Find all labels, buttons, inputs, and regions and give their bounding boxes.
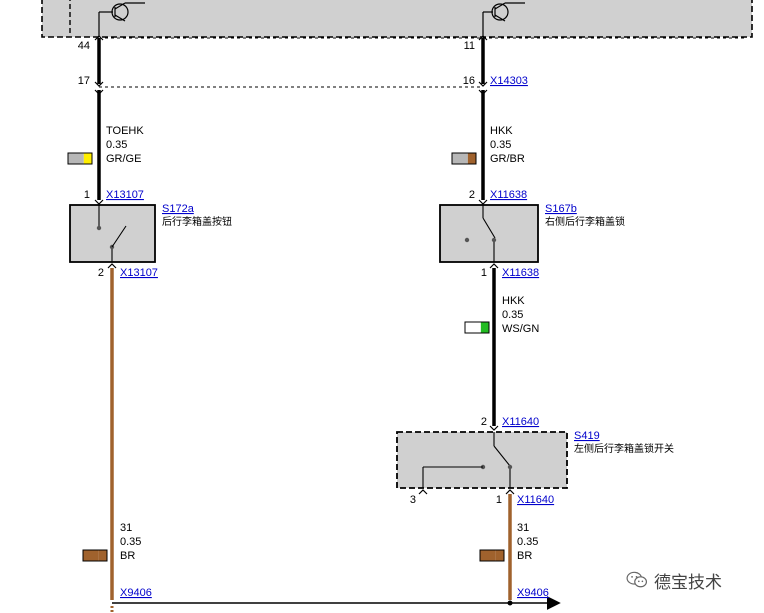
component-ref-s167b[interactable]: S167b <box>545 203 577 215</box>
wire-label-right-mid: HKK 0.35 WS/GN <box>502 295 539 335</box>
connector-link-x11640-bottom[interactable]: X11640 <box>517 494 554 506</box>
wire-label-right-bottom: 31 0.35 BR <box>517 522 538 562</box>
swatch-primary <box>68 153 84 164</box>
pin-markers <box>94 35 515 495</box>
wire-code: 31 <box>517 522 529 534</box>
connector-link-x14303[interactable]: X14303 <box>490 75 528 87</box>
transistor-icon <box>482 2 525 36</box>
connector-link-x11638-bottom[interactable]: X11638 <box>502 267 539 279</box>
wire-color-code: GR/BR <box>490 153 525 165</box>
wire-color-swatch <box>464 321 490 334</box>
swatch-secondary <box>480 322 489 333</box>
component-ref-s172a[interactable]: S172a <box>162 203 195 215</box>
connector-link-x11638-top[interactable]: X11638 <box>490 189 527 201</box>
connector-link-x9406-left[interactable]: X9406 <box>120 587 152 599</box>
wire-code: HKK <box>502 295 525 307</box>
swatch-secondary <box>495 550 504 561</box>
component-desc-s167b: 右侧后行李箱盖锁 <box>545 215 625 228</box>
component-desc-s172a: 后行李箱盖按钮 <box>162 215 232 228</box>
ground-junction <box>507 600 513 606</box>
wire-color-code: WS/GN <box>502 323 539 335</box>
wire-code: TOEHK <box>106 125 144 137</box>
switch-s172a[interactable] <box>69 204 156 263</box>
watermark: 德宝技术 <box>626 568 722 593</box>
pin-number: 1 <box>496 494 502 506</box>
connector-link-x13107-top[interactable]: X13107 <box>106 189 144 201</box>
pin-number: 3 <box>410 494 416 506</box>
wire-color-code: GR/GE <box>106 153 141 165</box>
component-desc-s419: 左侧后行李箱盖锁开关 <box>574 442 674 455</box>
wechat-icon <box>626 571 648 588</box>
wire-code: 31 <box>120 522 132 534</box>
wire-color-swatch <box>451 152 477 165</box>
wire-color-swatch <box>67 152 93 165</box>
swatch-outline <box>451 152 477 165</box>
wire-size: 0.35 <box>502 309 523 321</box>
swatch-outline <box>464 321 490 334</box>
connector-link-x9406-right[interactable]: X9406 <box>517 587 549 599</box>
swatch-primary <box>465 322 481 333</box>
wire-size: 0.35 <box>120 536 141 548</box>
wire-color-code: BR <box>517 550 532 562</box>
pin-number: 1 <box>481 267 487 279</box>
connector-link-x13107-bottom[interactable]: X13107 <box>120 267 158 279</box>
wire-label-left-top: TOEHK 0.35 GR/GE <box>106 125 144 165</box>
swatch-primary <box>480 550 496 561</box>
swatch-primary <box>452 153 468 164</box>
control-unit <box>41 0 753 38</box>
wire-code: HKK <box>490 125 513 137</box>
swatch-primary <box>83 550 99 561</box>
connector-link-x11640-top[interactable]: X11640 <box>502 416 539 428</box>
wire-color-code: BR <box>120 550 135 562</box>
swatch-outline <box>82 549 108 562</box>
pin-number: 1 <box>84 189 90 201</box>
swatch-secondary <box>467 153 476 164</box>
switch-s419[interactable] <box>396 431 568 489</box>
pin-number: 2 <box>481 416 487 428</box>
transistor-icon <box>98 2 145 36</box>
swatch-secondary <box>83 153 92 164</box>
swatch-secondary <box>98 550 107 561</box>
component-ref-s419[interactable]: S419 <box>574 430 600 442</box>
swatch-outline <box>67 152 93 165</box>
wire-size: 0.35 <box>517 536 538 548</box>
pin-number: 17 <box>78 75 90 87</box>
pin-number: 16 <box>463 75 475 87</box>
pin-number: 2 <box>469 189 475 201</box>
pin-number: 2 <box>98 267 104 279</box>
pin-number: 44 <box>78 40 90 52</box>
switch-s167b[interactable] <box>439 204 539 263</box>
swatch-outline <box>479 549 505 562</box>
wire-label-right-top: HKK 0.35 GR/BR <box>490 125 525 165</box>
wire-size: 0.35 <box>490 139 511 151</box>
wire-size: 0.35 <box>106 139 127 151</box>
pin-number: 11 <box>464 40 475 52</box>
wire-color-swatch <box>479 549 505 562</box>
wire-label-left-bottom: 31 0.35 BR <box>120 522 141 562</box>
watermark-text: 德宝技术 <box>654 572 722 593</box>
wire-color-swatch <box>82 549 108 562</box>
